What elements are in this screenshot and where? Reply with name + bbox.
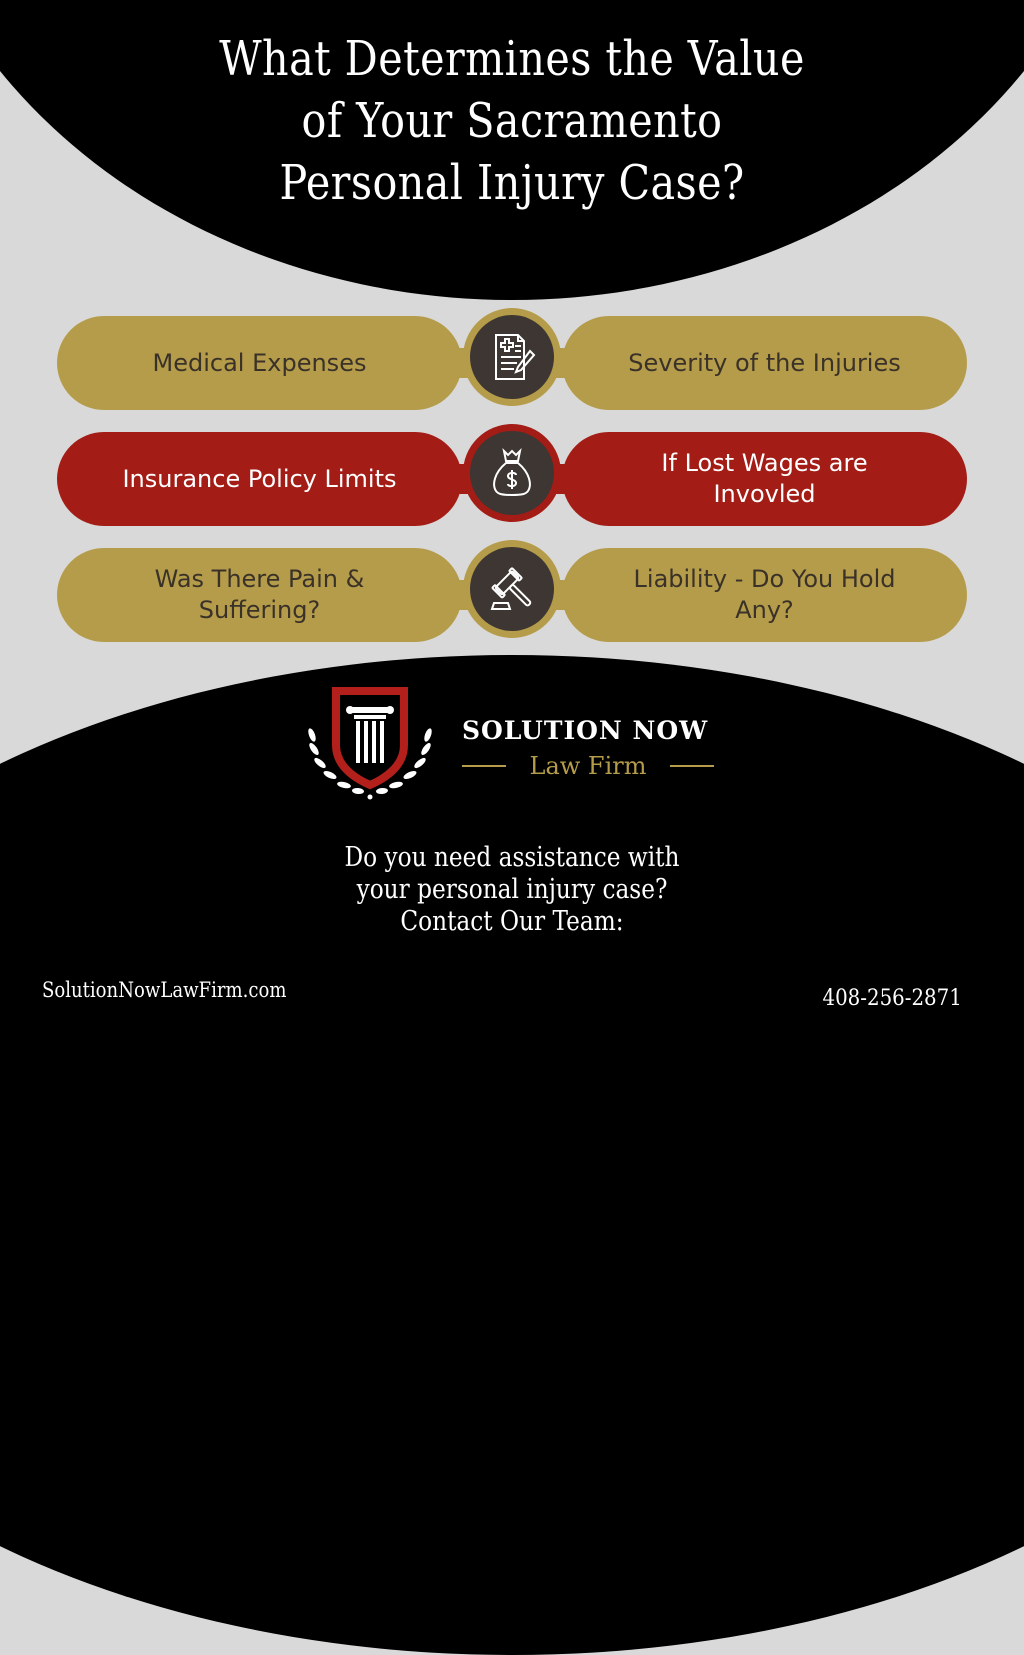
factor-severity-of-injuries: Severity of the Injuries [562,316,967,410]
brand-subtitle-text: Law Firm [529,752,647,780]
gavel-icon [490,567,532,610]
page-title: What Determines the Value of Your Sacram… [72,28,953,214]
icon-hub [470,431,554,515]
factor-row-3: Was There Pain & Suffering? Liability - … [57,540,967,642]
icon-hub [470,547,554,631]
cta-line-1: Do you need assistance with [344,842,680,873]
cta-line-2: your personal injury case? [356,874,668,905]
title-line-1: What Determines the Value [219,31,805,87]
divider-line [669,765,714,767]
factor-label: Medical Expenses [152,348,367,377]
title-line-3: Personal Injury Case? [279,155,745,211]
factor-row-2: Insurance Policy Limits If Lost Wages ar… [57,424,967,526]
brand-subtitle: Law Firm [462,752,714,780]
factor-label-line-2: Any? [735,596,794,624]
call-to-action: Do you need assistance with your persona… [72,842,953,938]
icon-hub [470,315,554,399]
factor-label-line-1: If Lost Wages are [661,449,868,477]
factor-label-line-1: Liability - Do You Hold [633,565,896,593]
factor-label: Severity of the Injuries [628,348,901,377]
factor-label-line-2: Suffering? [198,596,321,624]
bottom-black-arc [0,655,1024,1655]
factor-label-line-2: Invovled [713,480,816,508]
brand-name: SOLUTION NOW [462,716,709,745]
factor-insurance-policy-limits: Insurance Policy Limits [57,432,462,526]
firm-logo [300,685,740,805]
factor-row-1: Medical Expenses Severity of the Injurie… [57,308,967,410]
factor-lost-wages: If Lost Wages are Invovled [562,432,967,526]
shield-pillar-laurel-icon [308,687,432,800]
factor-label: If Lost Wages are Invovled [661,448,867,510]
title-line-2: of Your Sacramento [301,93,723,149]
money-bag-icon [493,447,531,497]
factor-label: Was There Pain & Suffering? [155,564,365,626]
phone-number[interactable]: 408-256-2871 [822,986,962,1011]
factor-pain-and-suffering: Was There Pain & Suffering? [57,548,462,642]
factor-medical-expenses: Medical Expenses [57,316,462,410]
factor-label-line-1: Was There Pain & [154,565,365,593]
website-link[interactable]: SolutionNowLawFirm.com [42,978,287,1002]
divider-line [462,765,506,767]
cta-line-3: Contact Our Team: [400,906,624,937]
factor-liability: Liability - Do You Hold Any? [562,548,967,642]
factor-label: Liability - Do You Hold Any? [634,564,896,626]
medical-document-icon [495,334,536,380]
factor-label: Insurance Policy Limits [122,464,397,493]
